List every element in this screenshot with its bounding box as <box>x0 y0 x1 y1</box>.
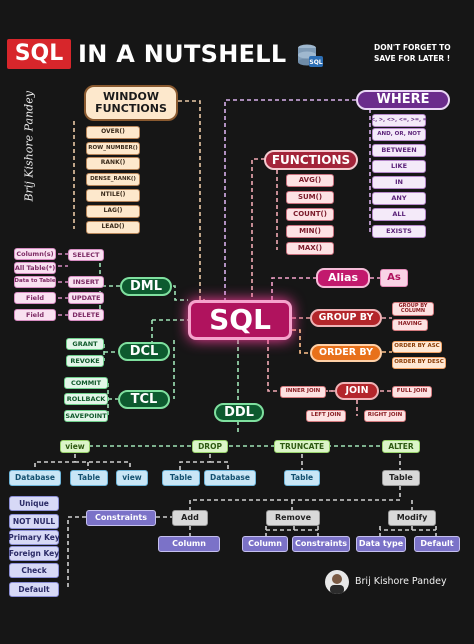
alias-node: Alias <box>316 268 370 288</box>
dml-target-all-table: All Table(*) <box>14 262 56 274</box>
wf-item-row-number: ROW_NUMBER() <box>86 142 140 155</box>
group-by-column: GROUP BY COLUMN <box>392 302 434 316</box>
where-item-between: BETWEEN <box>372 144 426 157</box>
modify-data-type: Data type <box>356 536 406 552</box>
dml-target-field-update: Field <box>14 292 56 304</box>
modify-default: Default <box>414 536 460 552</box>
where-item-comparison: <, >, <>, <=, >=, = <box>371 114 427 127</box>
where-node: WHERE <box>356 90 450 110</box>
left-join: LEFT JOIN <box>306 410 346 422</box>
save-note-line1: DON'T FORGET TO <box>374 43 451 52</box>
ddl-object-database-1: Database <box>9 470 61 486</box>
alter-add: Add <box>172 510 208 526</box>
right-join: RIGHT JOIN <box>364 410 406 422</box>
dcl-grant: GRANT <box>66 338 104 350</box>
dml-delete: DELETE <box>68 309 104 321</box>
function-max: MAX() <box>286 242 334 255</box>
author-side-label: Brij Kishore Pandey <box>22 91 36 202</box>
tcl-commit: COMMIT <box>64 377 108 389</box>
where-item-any: ANY <box>372 192 426 205</box>
dcl-node: DCL <box>118 342 170 361</box>
remove-constraints: Constraints <box>292 536 350 552</box>
save-note-line2: SAVE FOR LATER ! <box>374 54 451 63</box>
order-by-desc: ORDER BY DESC <box>392 357 446 369</box>
full-join: FULL JOIN <box>392 386 432 398</box>
constraints-label: Constraints <box>86 510 156 526</box>
order-by-node: ORDER BY <box>310 344 382 362</box>
ddl-view: view <box>60 440 90 453</box>
author-avatar <box>325 570 349 594</box>
constraint-foreign-key: Foreign Key <box>9 546 59 561</box>
constraint-not-null: NOT NULL <box>9 514 59 529</box>
function-avg: AVG() <box>286 174 334 187</box>
ddl-object-table-2: Table <box>162 470 200 486</box>
alter-remove: Remove <box>266 510 320 526</box>
dcl-revoke: REVOKE <box>66 355 104 367</box>
wf-item-over: OVER() <box>86 126 140 139</box>
inner-join: INNER JOIN <box>280 386 326 398</box>
ddl-object-database-2: Database <box>204 470 256 486</box>
ddl-object-table-4: Table <box>382 470 420 486</box>
add-column: Column <box>158 536 220 552</box>
function-sum: SUM() <box>286 191 334 204</box>
page-title: IN A NUTSHELL <box>78 40 287 68</box>
where-item-logical: AND, OR, NOT <box>372 128 426 141</box>
group-by-node: GROUP BY <box>310 309 382 327</box>
dml-insert: INSERT <box>68 276 104 288</box>
where-item-exists: EXISTS <box>372 225 426 238</box>
ddl-object-table-3: Table <box>284 470 320 486</box>
wf-item-lead: LEAD() <box>86 221 140 234</box>
dml-target-columns: Column(s) <box>14 248 56 260</box>
author-footer-name: Brij Kishore Pandey <box>355 576 447 587</box>
window-functions-title-2: FUNCTIONS <box>95 102 167 115</box>
sql-center-node: SQL <box>188 300 292 340</box>
join-node: JOIN <box>335 382 379 400</box>
where-item-all: ALL <box>372 208 426 221</box>
sql-header-badge: SQL <box>7 39 71 69</box>
constraint-unique: Unique <box>9 496 59 511</box>
dml-target-data-to-table: Data to Table <box>14 276 56 288</box>
function-min: MIN() <box>286 225 334 238</box>
having-clause: HAVING <box>392 319 428 331</box>
database-icon: SQL <box>296 42 324 70</box>
constraint-check: Check <box>9 563 59 578</box>
wf-item-ntile: NTILE() <box>86 189 140 202</box>
constraint-primary-key: Primary Key <box>8 530 60 545</box>
dml-target-field-delete: Field <box>14 309 56 321</box>
tcl-rollback: ROLLBACK <box>64 393 108 405</box>
wf-item-dense-rank: DENSE_RANK() <box>86 173 140 186</box>
ddl-object-view: view <box>116 470 148 486</box>
where-item-like: LIKE <box>372 160 426 173</box>
functions-node: FUNCTIONS <box>264 150 358 170</box>
dml-select: SELECT <box>68 249 104 261</box>
tcl-node: TCL <box>118 390 170 409</box>
ddl-truncate: TRUNCATE <box>274 440 330 453</box>
alter-modify: Modify <box>388 510 436 526</box>
window-functions-node: WINDOW FUNCTIONS <box>84 85 178 121</box>
remove-column: Column <box>242 536 288 552</box>
wf-item-lag: LAG() <box>86 205 140 218</box>
function-count: COUNT() <box>286 208 334 221</box>
ddl-object-table-1: Table <box>70 470 108 486</box>
dml-update: UPDATE <box>68 292 104 304</box>
ddl-alter: ALTER <box>382 440 420 453</box>
tcl-savepoint: SAVEPOINT <box>64 410 108 422</box>
constraint-default: Default <box>9 582 59 597</box>
window-functions-title-1: WINDOW <box>102 90 160 104</box>
ddl-node: DDL <box>214 403 264 422</box>
svg-text:SQL: SQL <box>309 59 322 66</box>
ddl-drop: DROP <box>192 440 228 453</box>
where-item-in: IN <box>372 176 426 189</box>
order-by-asc: ORDER BY ASC <box>392 341 442 353</box>
alias-as: As <box>380 269 408 287</box>
wf-item-rank: RANK() <box>86 157 140 170</box>
dml-node: DML <box>120 277 172 296</box>
